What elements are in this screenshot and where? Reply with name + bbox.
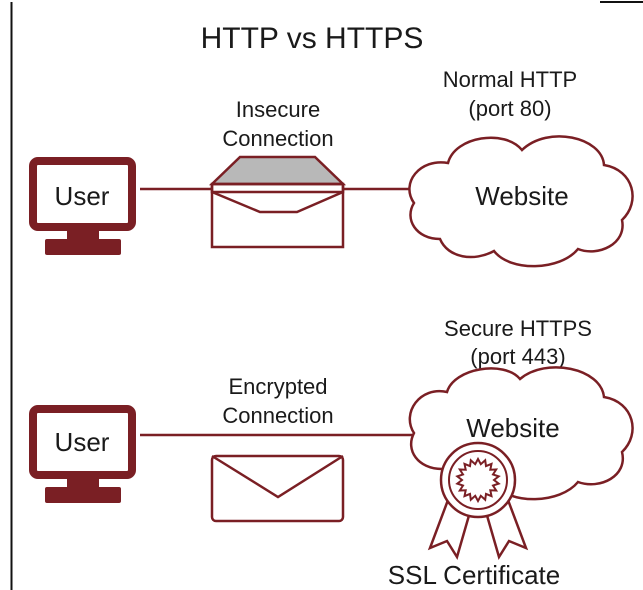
top-protocol-label-line1: Normal HTTP [443,67,577,92]
bottom-row: User Encrypted Connection Secure HTTPS (… [29,316,634,590]
open-envelope-icon [208,155,347,249]
computer-icon [29,405,136,503]
top-connection-label-line2: Connection [222,126,333,151]
computer-icon [29,157,136,255]
top-protocol-label-line2: (port 80) [468,96,551,121]
certificate-badge-icon [427,441,529,561]
top-website-label: Website [475,181,568,211]
diagram-title: HTTP vs HTTPS [201,22,424,55]
bottom-connection-label-line1: Encrypted [228,374,327,399]
top-row: User Insecure Connection Normal HTTP (po… [29,67,634,268]
sealed-envelope-icon [210,454,345,523]
certificate-label: SSL Certificate [388,560,560,590]
bottom-protocol-label-line2: (port 443) [470,344,565,369]
seal-starburst [455,456,501,504]
bottom-connection-label-line2: Connection [222,403,333,428]
bottom-website-label: Website [466,413,559,443]
bottom-user-label: User [55,427,110,457]
top-connection-label-line1: Insecure [236,97,320,122]
cloud-icon [408,135,634,268]
bottom-protocol-label-line1: Secure HTTPS [444,316,592,341]
top-user-label: User [55,181,110,211]
